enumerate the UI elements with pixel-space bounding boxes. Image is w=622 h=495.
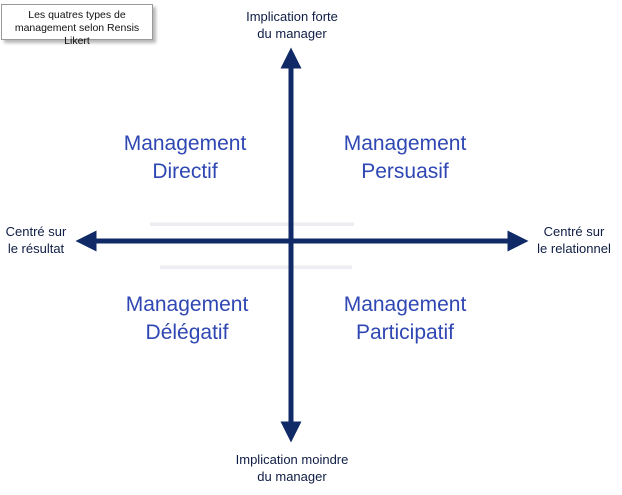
title-line-2: management selon Rensis Likert xyxy=(14,22,140,47)
axis-label-bottom-line-2: du manager xyxy=(257,469,327,484)
quadrant-delegatif-line-2: Délégatif xyxy=(145,321,229,344)
axis-label-bottom-line-1: Implication moindre xyxy=(235,452,349,467)
axis-label-left-line-2: le résultat xyxy=(7,241,65,256)
quadrant-management-persuasif: Management Persuasif xyxy=(330,130,480,186)
quadrant-persuasif-line-1: Management xyxy=(343,132,467,155)
quadrant-management-delegatif: Management Délégatif xyxy=(112,291,262,347)
axis-label-right-line-1: Centré sur xyxy=(543,224,605,239)
quadrant-management-directif: Management Directif xyxy=(110,130,260,186)
ghost-watermark-bg: ▬▬▬▬▬▬▬▬▬▬▬▬▬▬▬▬▬ xyxy=(150,215,354,229)
title-line-1: Les quatres types de xyxy=(28,9,126,21)
axis-label-top-line-2: du manager xyxy=(257,26,327,41)
diagram-title-box: Les quatres types de management selon Re… xyxy=(1,4,153,47)
axis-label-top: Implication forte du manager xyxy=(225,8,359,42)
quadrant-participatif-line-1: Management xyxy=(343,293,467,316)
quadrant-directif-line-1: Management xyxy=(123,132,247,155)
quadrant-directif-line-2: Directif xyxy=(152,160,218,183)
quadrant-persuasif-line-2: Persuasif xyxy=(361,160,449,183)
ghost-watermark-bg-2: ▬▬▬▬▬▬▬▬▬▬▬▬▬▬▬▬ xyxy=(160,258,352,272)
quadrant-participatif-line-2: Participatif xyxy=(355,321,455,344)
axis-label-left: Centré sur le résultat xyxy=(0,223,72,257)
quadrant-delegatif-line-1: Management xyxy=(125,293,249,316)
quadrant-management-participatif: Management Participatif xyxy=(330,291,480,347)
axis-label-bottom: Implication moindre du manager xyxy=(220,451,364,485)
axis-label-top-line-1: Implication forte xyxy=(246,9,338,24)
axis-label-left-line-1: Centré sur xyxy=(5,224,67,239)
axis-label-right: Centré sur le relationnel xyxy=(528,223,620,257)
axis-label-right-line-2: le relationnel xyxy=(537,241,611,256)
